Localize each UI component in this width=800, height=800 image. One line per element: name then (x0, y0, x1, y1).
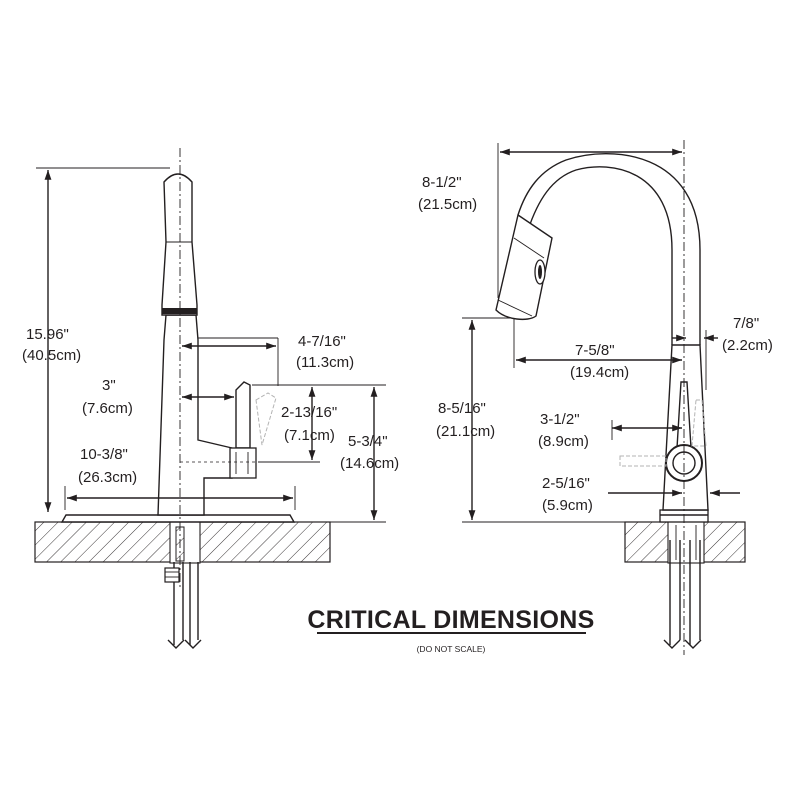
label-spout-reach-total-in: 8-1/2" (422, 174, 462, 191)
label-spout-reach-in: 7-5/8" (575, 342, 615, 359)
front-view (34, 148, 386, 649)
label-overall-height-cm: (40.5cm) (22, 347, 81, 364)
handle-hub-front (229, 447, 257, 479)
label-handle-height-cm: (7.1cm) (284, 427, 335, 444)
label-handle-clearance-in: 3" (102, 377, 116, 394)
deck-plate-front (60, 514, 296, 523)
label-deck-plate-width-cm: (26.3cm) (78, 469, 137, 486)
label-deck-plate-width-in: 10-3/8" (80, 446, 128, 463)
diagram-title: CRITICAL DIMENSIONS (307, 606, 594, 634)
label-handle-reach-cm: (8.9cm) (538, 433, 589, 450)
label-spout-to-handle-in: 4-7/16" (298, 333, 346, 350)
label-spout-to-handle-cm: (11.3cm) (296, 354, 354, 371)
mounting-nut (164, 567, 180, 583)
mounting-hole-front (169, 520, 201, 564)
label-handle-clearance-cm: (7.6cm) (82, 400, 133, 417)
spray-head-front (161, 173, 198, 316)
label-handle-top-height-in: 5-3/4" (348, 433, 388, 450)
label-spout-reach-cm: (19.4cm) (570, 364, 629, 381)
label-base-offset-cm: (5.9cm) (542, 497, 593, 514)
mounting-hole-side (667, 520, 705, 564)
label-body-offset-cm: (2.2cm) (722, 337, 773, 354)
diagram-subtitle: (DO NOT SCALE) (417, 644, 486, 654)
spray-head-side (495, 213, 553, 321)
label-spout-height-cm: (21.1cm) (436, 423, 495, 440)
label-spout-reach-total-cm: (21.5cm) (418, 196, 477, 213)
gooseneck-spout (527, 166, 673, 345)
faucet-body-front (157, 314, 233, 516)
label-handle-height-in: 2-13/16" (281, 404, 337, 421)
label-overall-height-in: 15.96" (26, 326, 69, 343)
label-spout-height-in: 8-5/16" (438, 400, 486, 417)
label-handle-top-height-cm: (14.6cm) (340, 455, 399, 472)
label-body-offset-in: 7/8" (733, 315, 759, 332)
supply-lines-side (663, 525, 702, 649)
label-handle-reach-in: 3-1/2" (540, 411, 580, 428)
label-base-offset-in: 2-5/16" (542, 475, 590, 492)
handle-front (235, 381, 251, 449)
side-view (462, 140, 746, 655)
